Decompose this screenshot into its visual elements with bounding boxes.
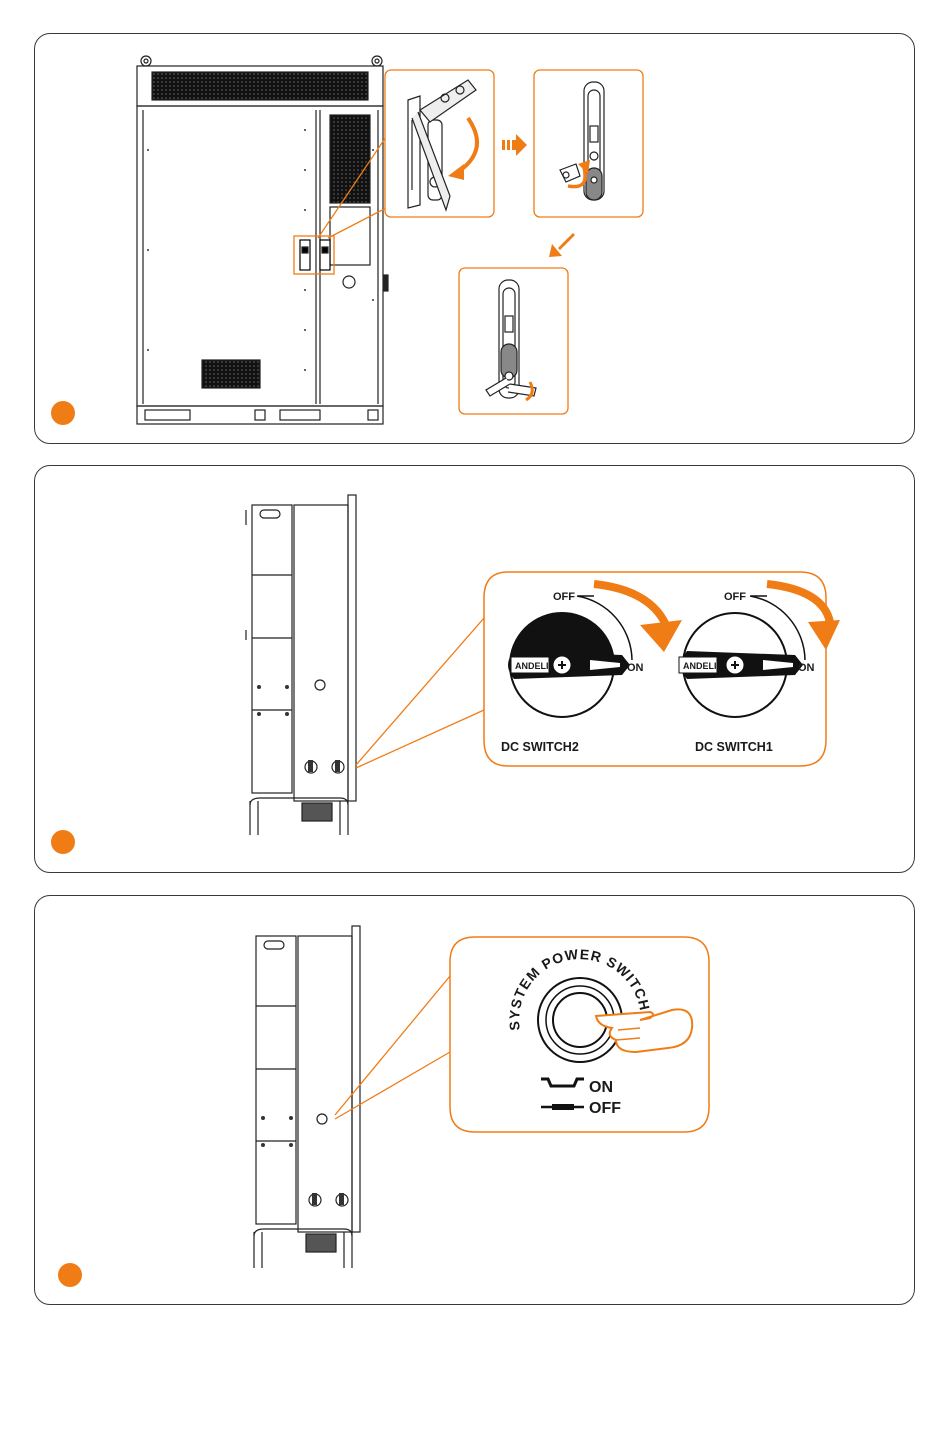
step-1-marker (51, 401, 75, 425)
step-3-marker (58, 1263, 82, 1287)
dc-switch-2-label: DC SWITCH2 (501, 740, 579, 754)
dc-switch-1-off-label: OFF (724, 591, 746, 603)
dc-switch-1-on-label: ON (798, 662, 815, 674)
cabinet-front-view (137, 56, 388, 424)
power-on-label: ON (589, 1079, 613, 1096)
power-off-label: OFF (589, 1100, 621, 1117)
dc-switch-1-brand: ANDELI (683, 661, 717, 671)
inverter-side-view-3 (254, 926, 360, 1268)
step-2-marker (51, 830, 75, 854)
dc-switch-2-on-label: ON (627, 662, 644, 674)
dc-switch-2-brand: ANDELI (515, 661, 549, 671)
arrow-down-left-icon (549, 233, 575, 257)
dc-switch-2-off-label: OFF (553, 591, 575, 603)
dc-switch-1-label: DC SWITCH1 (695, 740, 773, 754)
arrow-right-icon (502, 134, 527, 156)
inverter-side-view-2 (246, 495, 356, 835)
